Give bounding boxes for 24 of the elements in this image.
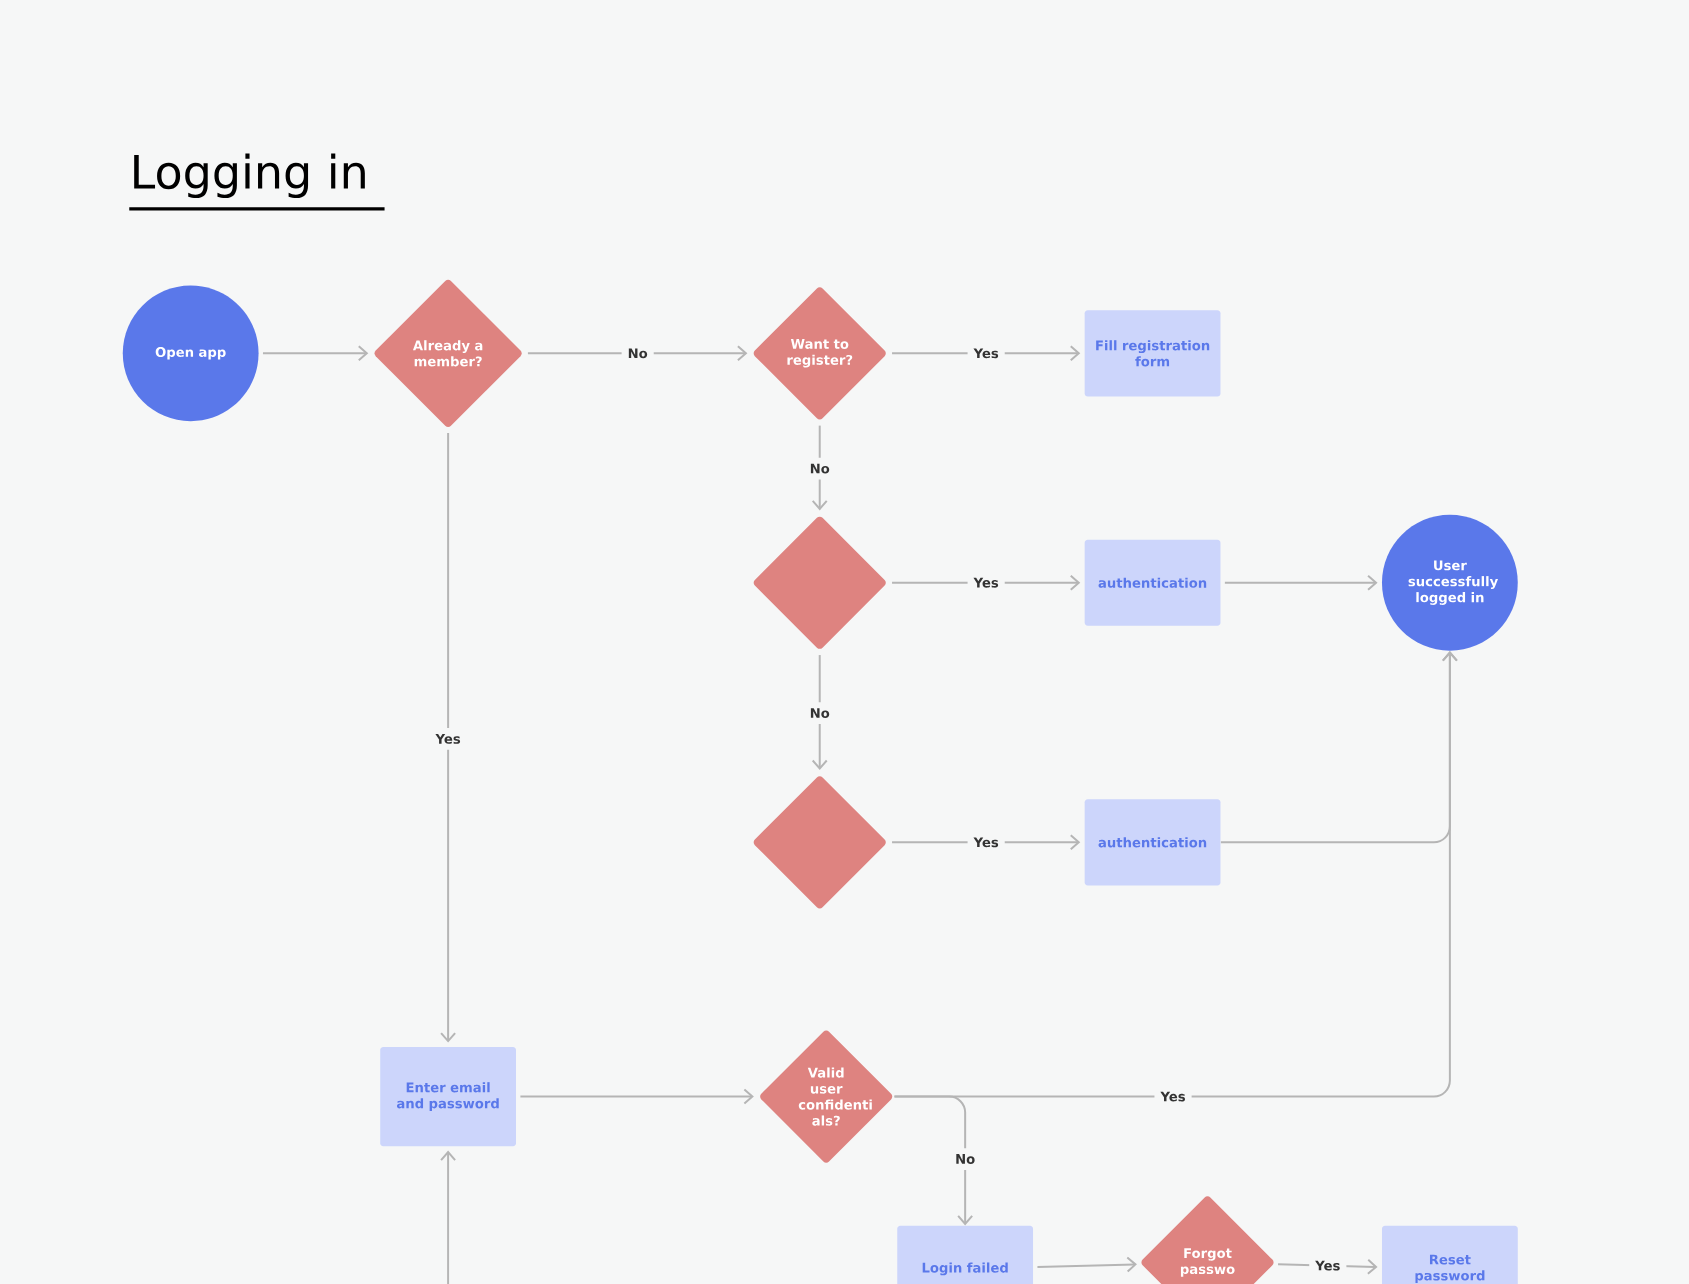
arrow <box>440 432 457 1043</box>
edge-label: Yes <box>429 728 467 750</box>
decision-diamond <box>753 516 886 649</box>
process-box: Fill registration form <box>1084 310 1221 397</box>
edge-label: Yes <box>1309 1254 1347 1277</box>
title: Logging in <box>134 153 365 199</box>
edge-label: Yes <box>1154 1085 1192 1108</box>
edge-label: No <box>949 1148 982 1170</box>
edge-label: Yes <box>967 342 1005 365</box>
arrow <box>261 345 369 362</box>
edge-label: No <box>621 342 654 365</box>
arrow <box>519 1088 754 1105</box>
process-box: authentication <box>1084 539 1221 626</box>
arrow <box>440 1150 457 1284</box>
arrow <box>1036 1256 1137 1273</box>
decision-diamond <box>753 776 886 909</box>
arrow <box>893 1095 974 1226</box>
process-box: authentication <box>1084 799 1221 886</box>
edge-label: No <box>803 702 836 724</box>
edge-label: Yes <box>967 831 1005 854</box>
process-box: Login failed <box>897 1225 1034 1284</box>
arrow <box>1223 574 1378 591</box>
process-box: Enter email and password <box>380 1046 516 1147</box>
process-box: Reset password <box>1381 1225 1518 1284</box>
